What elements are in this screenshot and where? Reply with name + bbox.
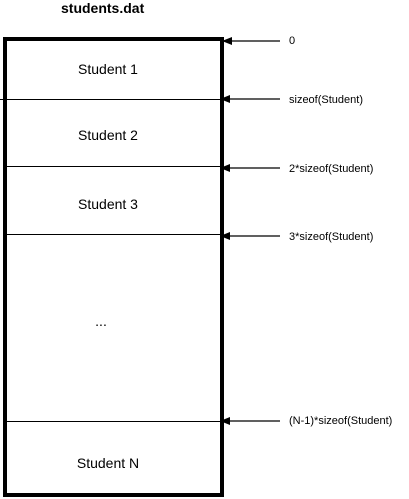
offset-label-1: sizeof(Student) (289, 94, 363, 106)
record-label-ellipsis: ... (95, 313, 107, 329)
record-label-student-n: Student N (76, 455, 140, 471)
record-divider-2 (5, 166, 220, 167)
record-label-student-3: Student 3 (78, 196, 138, 212)
offset-label-2: 2*sizeof(Student) (289, 163, 374, 175)
file-title: students.dat (61, 0, 145, 16)
offset-label-3: 3*sizeof(Student) (289, 231, 374, 243)
record-label-student-2: Student 2 (78, 127, 138, 143)
file-block (3, 37, 224, 497)
record-divider-3 (5, 234, 220, 235)
record-divider-4 (5, 421, 220, 422)
record-divider-1 (0, 99, 220, 100)
offset-label-0: 0 (289, 35, 296, 47)
record-label-student-1: Student 1 (78, 61, 138, 77)
offset-label-n-minus-1: (N-1)*sizeof(Student) (289, 415, 393, 427)
